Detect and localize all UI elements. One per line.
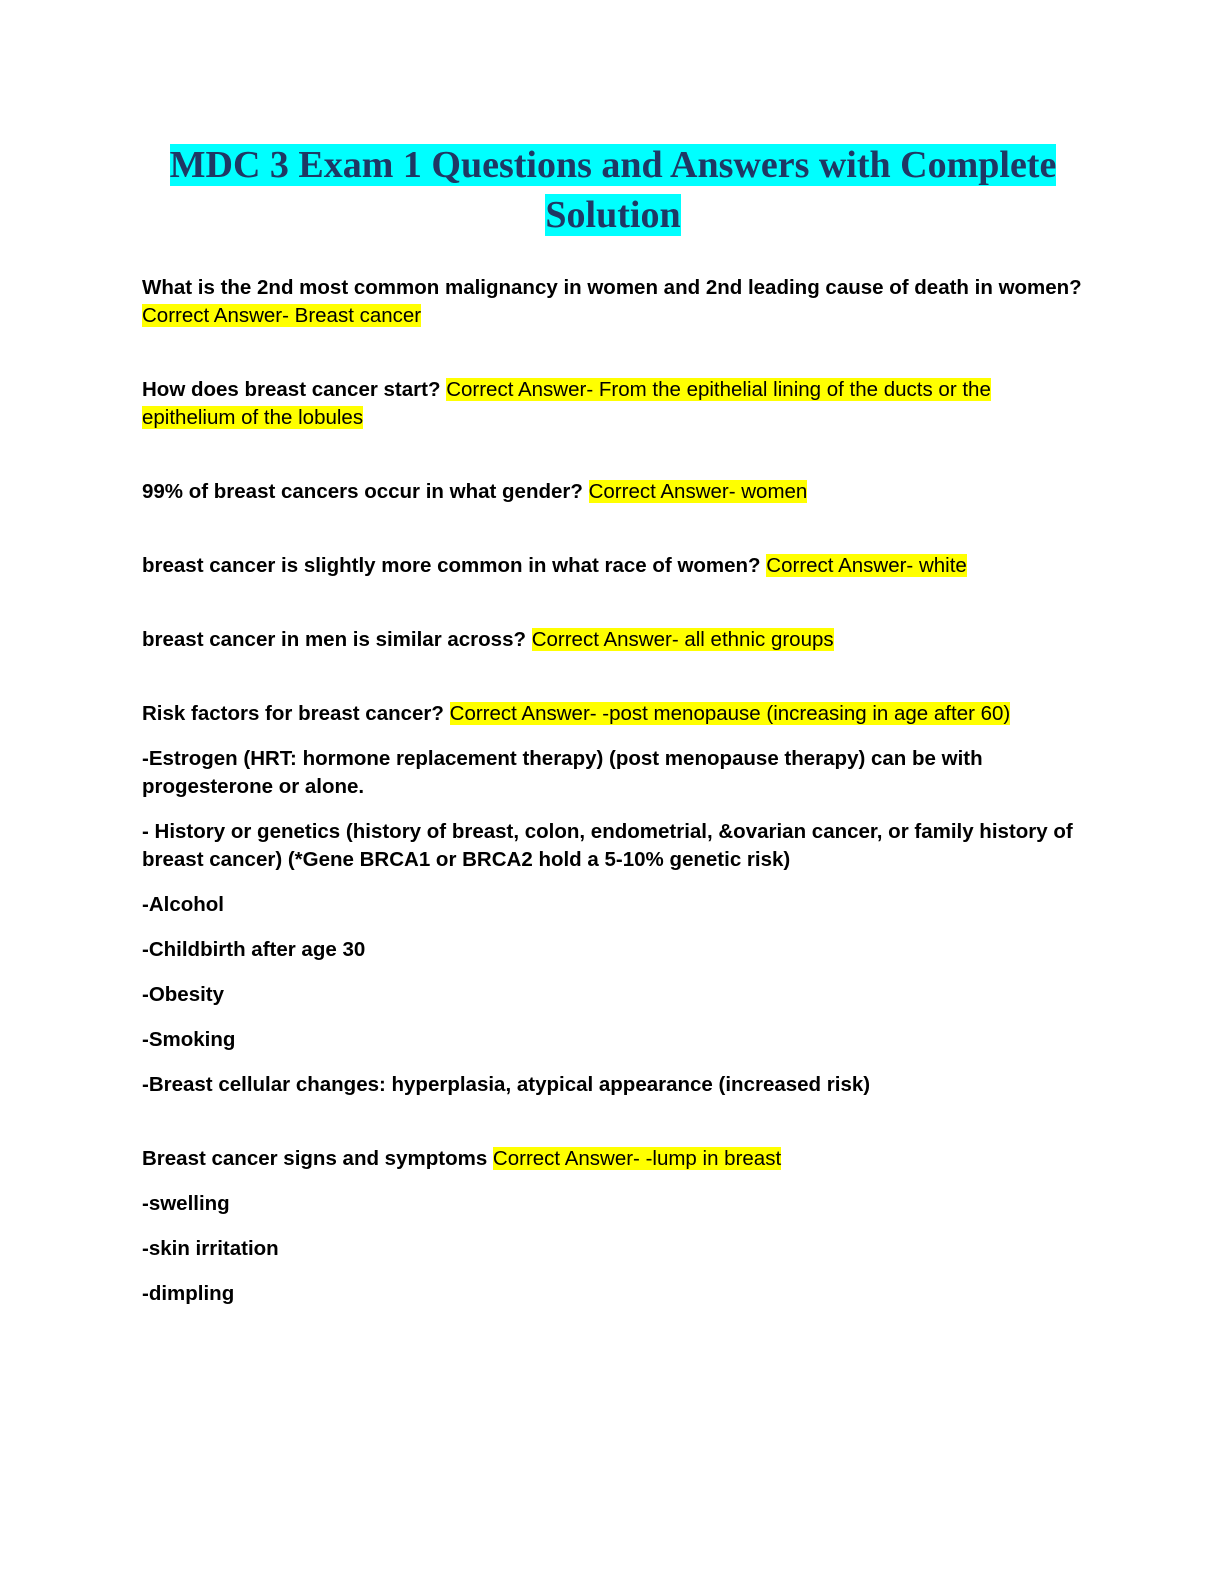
- question-text: Risk factors for breast cancer?: [142, 702, 444, 725]
- qa-block: breast cancer in men is similar across? …: [142, 626, 1084, 654]
- qa-block: breast cancer is slightly more common in…: [142, 552, 1084, 580]
- qa-block: Breast cancer signs and symptoms Correct…: [142, 1145, 1084, 1308]
- question-line: 99% of breast cancers occur in what gend…: [142, 478, 1084, 506]
- qa-block: How does breast cancer start? Correct An…: [142, 376, 1084, 432]
- answer-highlight: Correct Answer- -lump in breast: [492, 1147, 782, 1170]
- answer-highlight: Correct Answer- all ethnic groups: [531, 628, 834, 651]
- detail-line: -swelling: [142, 1192, 230, 1215]
- page-title: MDC 3 Exam 1 Questions and Answers with …: [142, 140, 1084, 240]
- question-line: Breast cancer signs and symptoms Correct…: [142, 1145, 1084, 1173]
- qa-details: -Estrogen (HRT: hormone replacement ther…: [142, 745, 1084, 1099]
- question-line: breast cancer in men is similar across? …: [142, 626, 1084, 654]
- detail-line: - History or genetics (history of breast…: [142, 820, 1073, 871]
- answer-highlight: Correct Answer- women: [588, 480, 808, 503]
- question-text: How does breast cancer start?: [142, 378, 441, 401]
- answer-highlight: Correct Answer- white: [766, 554, 967, 577]
- qa-block: Risk factors for breast cancer? Correct …: [142, 700, 1084, 1099]
- question-text: What is the 2nd most common malignancy i…: [142, 276, 1082, 299]
- qa-block: What is the 2nd most common malignancy i…: [142, 274, 1084, 330]
- detail-line: -Breast cellular changes: hyperplasia, a…: [142, 1073, 871, 1096]
- answer-highlight: Correct Answer- Breast cancer: [142, 304, 422, 327]
- detail-line: -Obesity: [142, 983, 225, 1006]
- question-line: How does breast cancer start? Correct An…: [142, 376, 1084, 432]
- qa-block: 99% of breast cancers occur in what gend…: [142, 478, 1084, 506]
- detail-line: -Alcohol: [142, 893, 224, 916]
- detail-line: -dimpling: [142, 1282, 235, 1305]
- detail-line: -Childbirth after age 30: [142, 938, 366, 961]
- detail-line: -skin irritation: [142, 1237, 279, 1260]
- question-line: breast cancer is slightly more common in…: [142, 552, 1084, 580]
- qa-separator: [583, 480, 589, 503]
- question-text: 99% of breast cancers occur in what gend…: [142, 480, 583, 503]
- detail-line: -Estrogen (HRT: hormone replacement ther…: [142, 747, 983, 798]
- question-text: Breast cancer signs and symptoms: [142, 1147, 488, 1170]
- question-line: What is the 2nd most common malignancy i…: [142, 274, 1084, 330]
- title-highlight: MDC 3 Exam 1 Questions and Answers with …: [169, 144, 1057, 236]
- answer-highlight: Correct Answer- -post menopause (increas…: [449, 702, 1011, 725]
- question-line: Risk factors for breast cancer? Correct …: [142, 700, 1084, 728]
- qa-details: -swelling -skin irritation -dimpling: [142, 1190, 1084, 1308]
- qa-list: What is the 2nd most common malignancy i…: [142, 274, 1084, 1308]
- qa-separator: [444, 702, 450, 725]
- qa-separator: [526, 628, 532, 651]
- question-text: breast cancer in men is similar across?: [142, 628, 526, 651]
- detail-line: -Smoking: [142, 1028, 236, 1051]
- question-text: breast cancer is slightly more common in…: [142, 554, 761, 577]
